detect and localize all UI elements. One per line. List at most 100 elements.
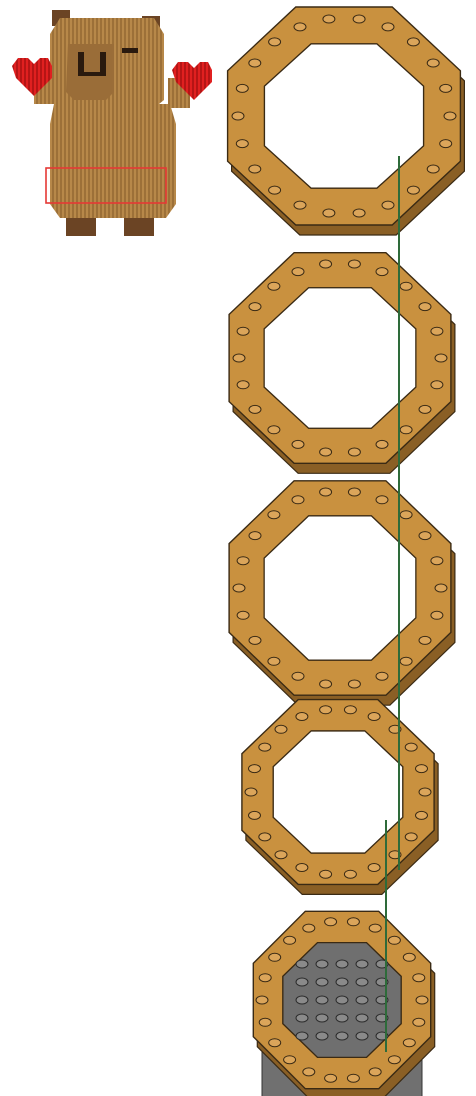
stud [303,1068,315,1076]
stud [419,636,431,644]
layer-step-5 [253,911,434,1096]
stud [416,765,428,773]
stud [259,833,271,841]
stud [444,112,456,120]
plate-stud [356,960,368,968]
plate-stud [336,1032,348,1040]
stud [407,38,419,46]
stud [405,833,417,841]
plate-stud [356,1014,368,1022]
plate-stud [336,1014,348,1022]
stud [403,953,415,961]
stud [249,811,261,819]
stud [431,381,443,389]
stud [431,611,443,619]
stud [400,511,412,519]
stud [427,59,439,67]
stud [259,743,271,751]
stud [294,201,306,209]
stud [236,84,248,92]
stud [376,496,388,504]
stud [259,1018,271,1026]
stud [249,765,261,773]
stud [268,511,280,519]
plate-stud [296,978,308,986]
stud [245,788,257,796]
stud [388,936,400,944]
stud [323,15,335,23]
stud [435,354,447,362]
stud [269,38,281,46]
stud [348,488,360,496]
stud [413,974,425,982]
stud [320,448,332,456]
plate-stud [316,996,328,1004]
stud [419,405,431,413]
stud [347,1074,359,1082]
stud [369,924,381,932]
stud [368,864,380,872]
stud [320,706,332,714]
stud [237,327,249,335]
stud [405,743,417,751]
stud [419,532,431,540]
stud [419,303,431,311]
plate-stud [316,1032,328,1040]
layer-step-2 [229,253,455,474]
plate-stud [316,960,328,968]
stud [388,1056,400,1064]
stud [416,811,428,819]
stud [376,672,388,680]
stud [348,680,360,688]
stud [237,381,249,389]
stud [268,426,280,434]
left-foot [66,218,96,236]
stud [259,974,271,982]
stud [292,496,304,504]
stud [403,1039,415,1047]
stud [431,327,443,335]
stud [431,557,443,565]
stud [269,953,281,961]
capybara-model-image [8,4,218,242]
stud [382,23,394,31]
plate-stud [356,978,368,986]
stud [440,140,452,148]
stud [376,268,388,276]
stud [233,354,245,362]
stud [237,557,249,565]
eye [122,48,138,53]
ring-hole [273,731,402,853]
stud [249,532,261,540]
layer-step-3 [229,481,455,705]
stud [249,165,261,173]
stud [382,201,394,209]
ring-hole [264,288,416,428]
stud [353,15,365,23]
layer-step-4 [242,700,438,895]
build-steps [222,0,476,1096]
stud [296,864,308,872]
mouth [78,72,106,76]
stud [292,672,304,680]
stud [303,924,315,932]
stud [325,918,337,926]
stud [296,713,308,721]
stud [416,996,428,1004]
plate-stud [336,960,348,968]
stud [427,165,439,173]
stud [440,84,452,92]
stud [249,303,261,311]
stud [348,448,360,456]
stud [320,680,332,688]
body [50,104,176,218]
stud [413,1018,425,1026]
stud [320,260,332,268]
nostril-left [78,52,84,74]
stud [400,426,412,434]
plate-stud [296,996,308,1004]
stud [292,268,304,276]
stud [348,260,360,268]
stud [320,870,332,878]
stud [369,1068,381,1076]
